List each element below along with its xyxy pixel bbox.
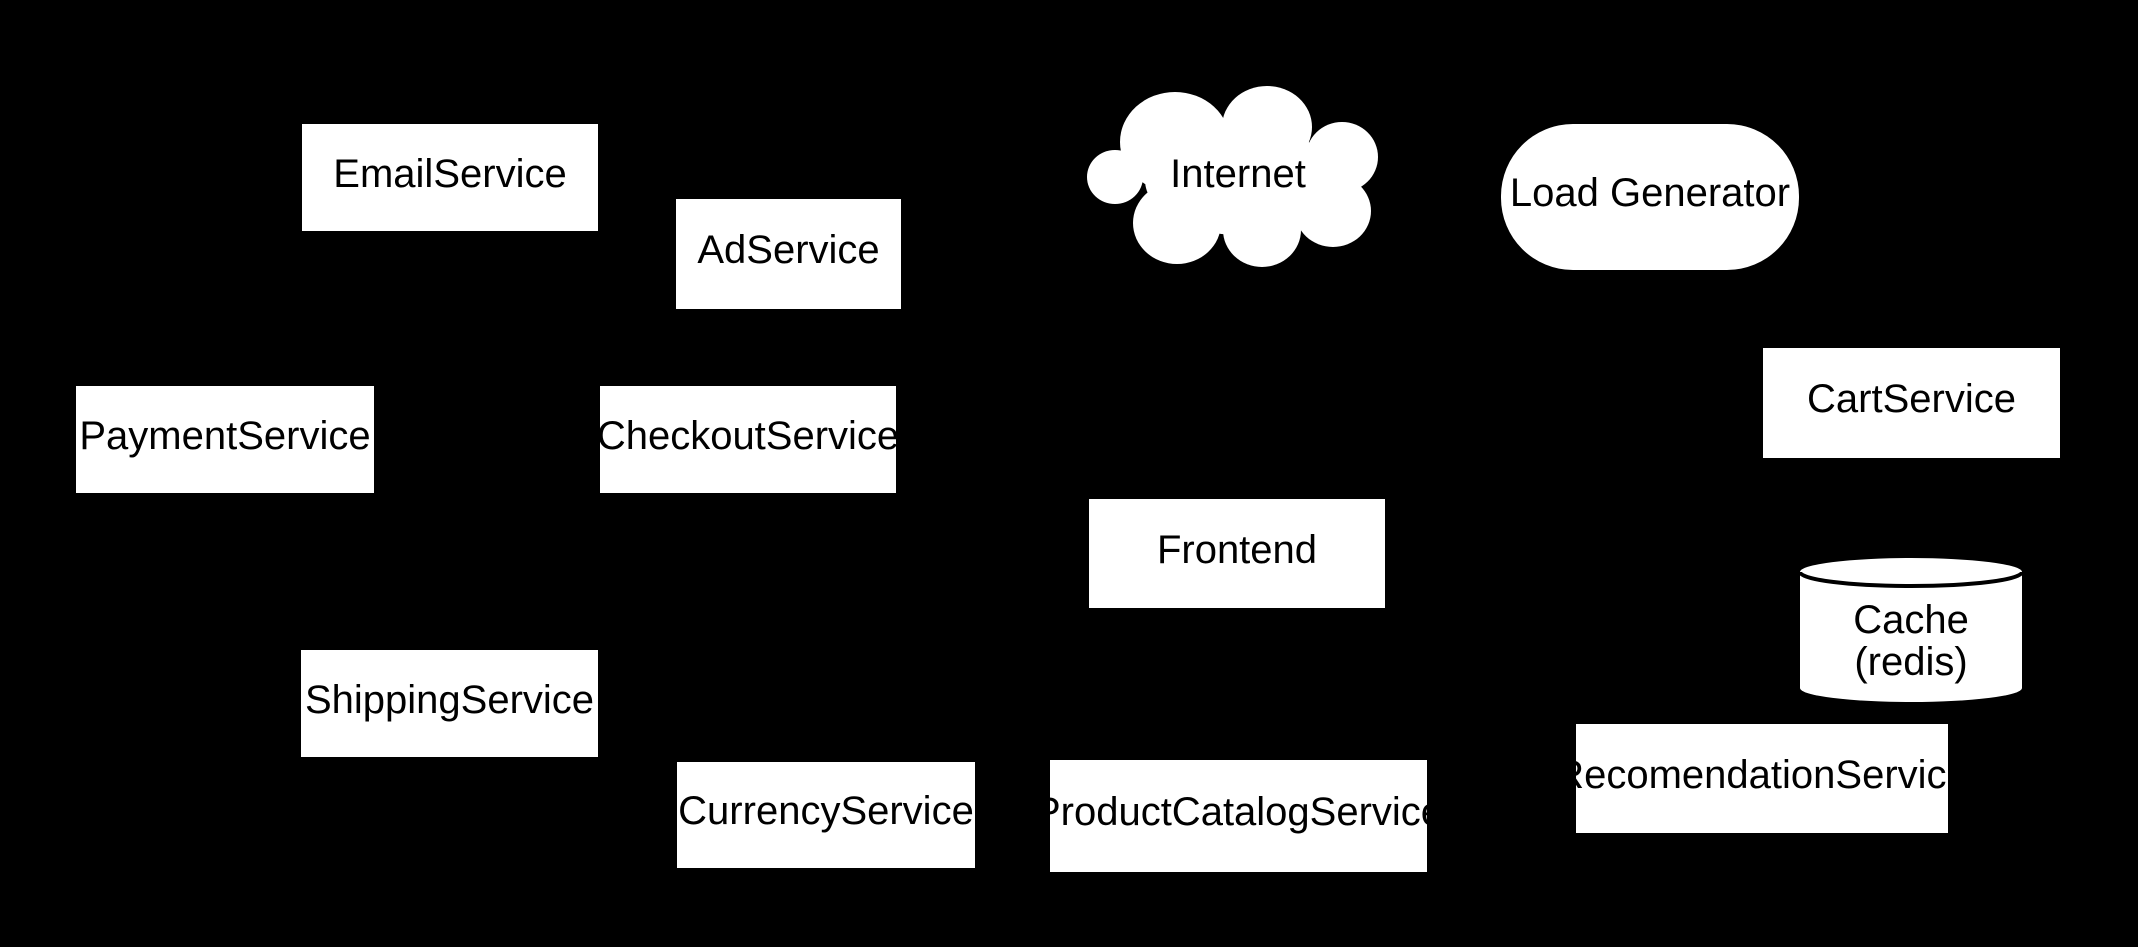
node-label: AdService [697, 228, 880, 272]
node-ad-service: AdService [676, 199, 901, 309]
node-payment-service: PaymentService [76, 386, 374, 493]
node-label: CheckoutService [596, 413, 900, 458]
node-recomendation-service: RecomendationService [1555, 724, 1969, 833]
node-label: ShippingService [304, 677, 595, 722]
node-label: CartService [1807, 377, 2016, 421]
node-load-generator: Load Generator [1501, 124, 1799, 270]
node-sublabel: (redis) [1854, 640, 1967, 684]
node-currency-service: CurrencyService [677, 762, 975, 868]
node-internet: Internet [1087, 86, 1378, 267]
node-shipping-service: ShippingService [301, 650, 598, 757]
node-cache-redis: Cache (redis) [1799, 558, 2023, 702]
node-label: Frontend [1156, 527, 1318, 572]
node-cart-service: CartService [1763, 348, 2060, 458]
node-label: ProductCatalogService [1033, 790, 1444, 834]
node-label: Internet [1170, 152, 1306, 196]
node-product-catalog-service: ProductCatalogService [1034, 760, 1443, 872]
cylinder-shape [1799, 558, 2023, 702]
node-label: Load Generator [1509, 171, 1791, 215]
cloud-shape [1087, 86, 1378, 267]
node-email-service: EmailService [302, 124, 598, 231]
node-checkout-service: CheckoutService [596, 386, 900, 493]
node-label: CurrencyService [678, 789, 974, 833]
node-label: EmailService [333, 151, 567, 196]
node-label: PaymentService [79, 413, 371, 458]
node-label: RecomendationService [1555, 752, 1969, 797]
node-frontend: Frontend [1089, 499, 1385, 608]
node-label: Cache [1853, 598, 1969, 642]
